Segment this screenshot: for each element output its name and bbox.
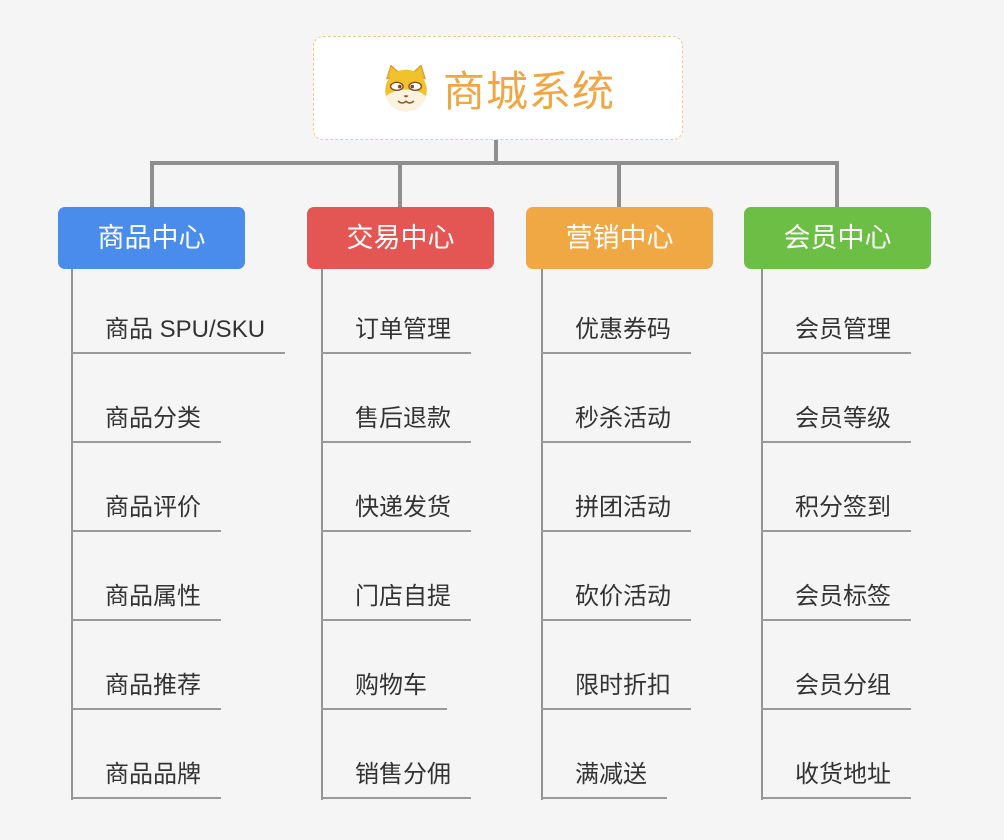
connector-drop-member: [835, 165, 839, 207]
leaf-node[interactable]: 商品分类: [71, 405, 221, 443]
leaf-node[interactable]: 满减送: [541, 761, 667, 799]
leaf-node[interactable]: 商品推荐: [71, 672, 221, 710]
root-title: 商城系统: [442, 67, 615, 115]
leaf-node[interactable]: 售后退款: [321, 405, 471, 443]
leaf-node[interactable]: 商品评价: [71, 494, 221, 532]
leaf-node[interactable]: 门店自提: [321, 583, 471, 621]
branch-node-trade-center[interactable]: 交易中心: [307, 207, 494, 269]
leaf-node[interactable]: 销售分佣: [321, 761, 471, 799]
leaf-node[interactable]: 商品 SPU/SKU: [71, 316, 286, 354]
connector-root-stub: [494, 140, 498, 165]
shiba-dog-icon: [385, 64, 427, 112]
leaf-node[interactable]: 订单管理: [321, 316, 471, 354]
connector-drop-product: [150, 165, 154, 207]
branch-node-product-center[interactable]: 商品中心: [58, 207, 245, 269]
leaf-node[interactable]: 快递发货: [321, 494, 471, 532]
leaf-node[interactable]: 秒杀活动: [541, 405, 691, 443]
leaf-node[interactable]: 会员等级: [761, 405, 911, 443]
leaf-node[interactable]: 会员标签: [761, 583, 911, 621]
branch-node-marketing-center[interactable]: 营销中心: [526, 207, 713, 269]
leaf-node[interactable]: 会员管理: [761, 316, 911, 354]
leaf-node[interactable]: 优惠券码: [541, 316, 691, 354]
connector-horizontal-bar: [150, 161, 839, 165]
connector-drop-trade: [398, 165, 402, 207]
root-node[interactable]: 商城系统: [313, 36, 683, 140]
spine-marketing-center: [541, 269, 543, 800]
connector-drop-marketing: [617, 165, 621, 207]
leaf-node[interactable]: 商品属性: [71, 583, 221, 621]
leaf-node[interactable]: 砍价活动: [541, 583, 691, 621]
leaf-node[interactable]: 购物车: [321, 672, 447, 710]
spine-member-center: [761, 269, 763, 800]
leaf-node[interactable]: 商品品牌: [71, 761, 221, 799]
leaf-node[interactable]: 拼团活动: [541, 494, 691, 532]
spine-product-center: [71, 269, 73, 800]
leaf-node[interactable]: 收货地址: [761, 761, 911, 799]
branch-node-member-center[interactable]: 会员中心: [744, 207, 931, 269]
spine-trade-center: [321, 269, 323, 800]
leaf-node[interactable]: 限时折扣: [541, 672, 691, 710]
leaf-node[interactable]: 积分签到: [761, 494, 911, 532]
leaf-node[interactable]: 会员分组: [761, 672, 911, 710]
